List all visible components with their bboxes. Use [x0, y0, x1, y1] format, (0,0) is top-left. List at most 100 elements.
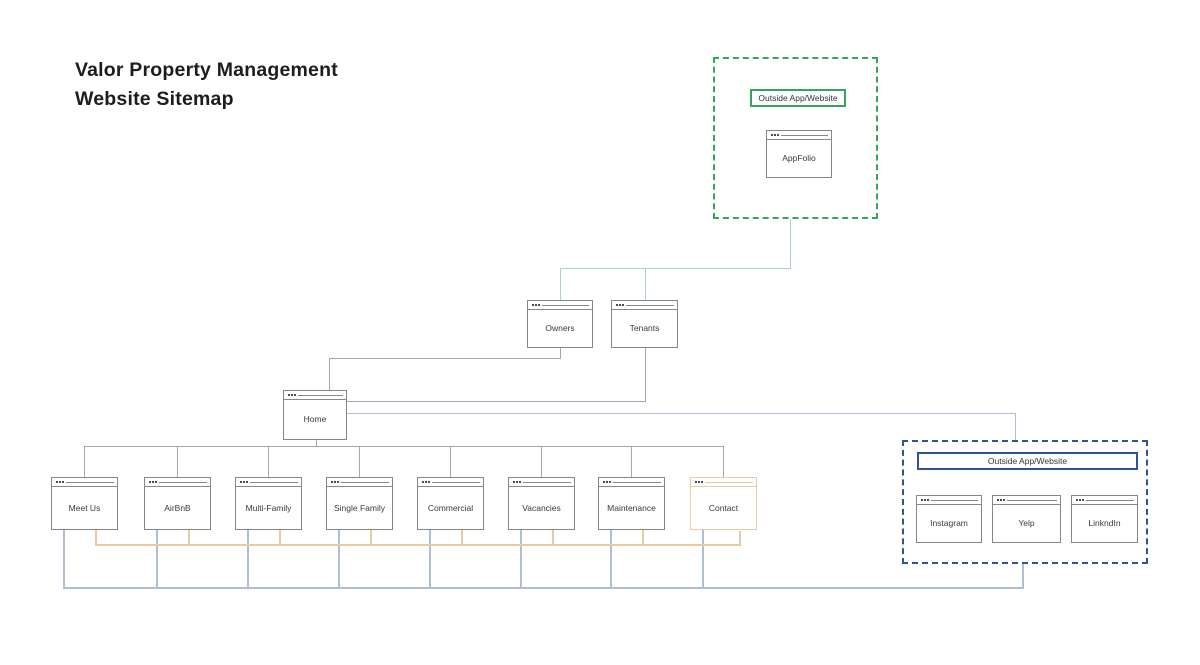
page-title: Valor Property Management Website Sitema… — [75, 56, 338, 114]
connector-blue-stub-7 — [610, 530, 612, 589]
page-owners[interactable]: Owners — [527, 300, 593, 348]
browser-bar — [917, 496, 981, 505]
connector-orange-bus-up — [739, 531, 741, 546]
page-commercial[interactable]: Commercial — [417, 477, 484, 530]
browser-bar — [599, 478, 664, 487]
page-meet-us[interactable]: Meet Us — [51, 477, 118, 530]
outside-app-top-label[interactable]: Outside App/Website — [750, 89, 846, 107]
page-single-family[interactable]: Single Family — [326, 477, 393, 530]
page-yelp[interactable]: Yelp — [992, 495, 1061, 543]
connector-green-bus — [560, 268, 791, 269]
page-tenants[interactable]: Tenants — [611, 300, 678, 348]
page-airbnb[interactable]: AirBnB — [144, 477, 211, 530]
connector-orange-stub-2 — [188, 530, 190, 546]
outside-app-right-group[interactable] — [902, 440, 1148, 564]
page-label: Home — [303, 414, 327, 424]
connector-home-down — [316, 440, 317, 446]
window-dots-icon — [695, 481, 697, 483]
window-dots-icon — [1076, 499, 1078, 501]
window-dots-icon — [771, 134, 773, 136]
page-label: Commercial — [427, 502, 474, 513]
address-bar-line — [250, 482, 298, 483]
page-linkndin[interactable]: LinkndIn — [1071, 495, 1138, 543]
connector-drop-meet-us — [84, 446, 85, 477]
connector-owners-down — [560, 348, 561, 358]
connector-blue-bus-up — [1022, 564, 1024, 589]
connector-home-social-v — [1015, 413, 1016, 440]
connector-blue-stub-2 — [156, 530, 158, 589]
window-dots-icon — [616, 304, 618, 306]
connector-orange-stub-1 — [95, 530, 97, 546]
browser-bar — [1072, 496, 1137, 505]
connector-orange-stub-7 — [642, 530, 644, 546]
address-bar-line — [1007, 500, 1057, 501]
address-bar-line — [432, 482, 480, 483]
connector-tenants-down — [645, 348, 646, 401]
page-appfolio[interactable]: AppFolio — [766, 130, 832, 178]
page-maintenance[interactable]: Maintenance — [598, 477, 665, 530]
browser-bar — [52, 478, 117, 487]
connector-blue-stub-5 — [429, 530, 431, 589]
connector-blue-bus — [63, 587, 1024, 589]
address-bar-line — [66, 482, 114, 483]
window-dots-icon — [331, 481, 333, 483]
connector-drop-maintenance — [631, 446, 632, 477]
window-dots-icon — [149, 481, 151, 483]
page-label: AppFolio — [782, 153, 816, 163]
page-label: Single Family — [333, 502, 386, 513]
browser-bar — [236, 478, 301, 487]
page-vacancies[interactable]: Vacancies — [508, 477, 575, 530]
connector-owners-home-v — [329, 358, 330, 390]
address-bar-line — [542, 305, 589, 306]
connector-green-to-owners — [560, 268, 561, 300]
window-dots-icon — [422, 481, 424, 483]
connector-blue-stub-3 — [247, 530, 249, 589]
browser-bar — [528, 301, 592, 310]
browser-bar — [509, 478, 574, 487]
connector-green-drop — [790, 219, 791, 268]
address-bar-line — [1086, 500, 1134, 501]
page-instagram[interactable]: Instagram — [916, 495, 982, 543]
window-dots-icon — [532, 304, 534, 306]
address-bar-line — [613, 482, 661, 483]
connector-orange-stub-5 — [461, 530, 463, 546]
connector-orange-stub-4 — [370, 530, 372, 546]
page-label: Multi-Family — [245, 502, 292, 513]
browser-bar — [993, 496, 1060, 505]
page-label: Meet Us — [68, 502, 101, 513]
browser-bar — [691, 478, 756, 487]
page-label: LinkndIn — [1088, 518, 1121, 528]
page-title-line1: Valor Property Management — [75, 59, 338, 81]
browser-bar — [767, 131, 831, 140]
connector-children-trunk — [84, 446, 723, 447]
connector-blue-stub-6 — [520, 530, 522, 589]
connector-orange-bus — [95, 544, 741, 546]
address-bar-line — [159, 482, 207, 483]
outside-app-top-group[interactable] — [713, 57, 878, 219]
address-bar-line — [705, 482, 753, 483]
connector-drop-single-family — [359, 446, 360, 477]
page-title-line2: Website Sitemap — [75, 88, 234, 110]
page-multi-family[interactable]: Multi-Family — [235, 477, 302, 530]
connector-orange-stub-6 — [552, 530, 554, 546]
page-contact[interactable]: Contact — [690, 477, 757, 530]
connector-home-social-h — [347, 413, 1016, 414]
connector-drop-airbnb — [177, 446, 178, 477]
page-home[interactable]: Home — [283, 390, 347, 440]
address-bar-line — [341, 482, 389, 483]
connector-green-to-tenants — [645, 268, 646, 300]
connector-drop-vacancies — [541, 446, 542, 477]
page-label: Contact — [708, 502, 739, 513]
browser-bar — [612, 301, 677, 310]
window-dots-icon — [603, 481, 605, 483]
address-bar-line — [931, 500, 978, 501]
browser-bar — [284, 391, 346, 400]
address-bar-line — [298, 395, 343, 396]
address-bar-line — [523, 482, 571, 483]
page-label: Owners — [545, 323, 575, 333]
browser-bar — [145, 478, 210, 487]
address-bar-line — [626, 305, 674, 306]
connector-orange-stub-3 — [279, 530, 281, 546]
outside-app-top-label-text: Outside App/Website — [758, 93, 838, 103]
outside-app-right-label[interactable]: Outside App/Website — [917, 452, 1138, 470]
